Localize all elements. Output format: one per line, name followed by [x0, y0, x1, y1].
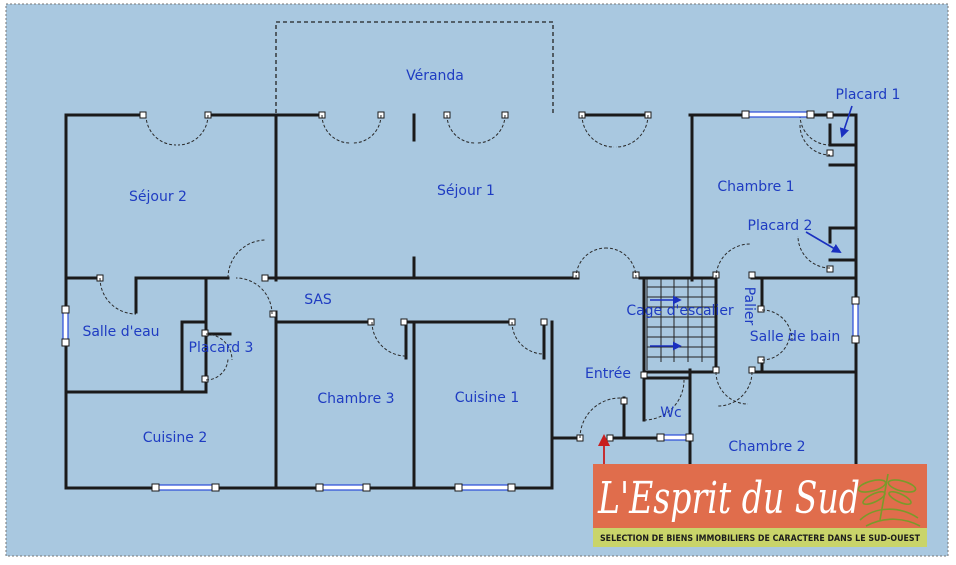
label-sejour1: Séjour 1: [437, 183, 495, 199]
label-chambre3: Chambre 3: [317, 391, 394, 407]
pointer-arrows: [805, 105, 853, 253]
label-chambre2: Chambre 2: [728, 439, 805, 455]
label-wc: Wc: [660, 405, 682, 421]
door-jambs: [96, 111, 834, 442]
label-sas: SAS: [304, 292, 332, 308]
label-cuisine2: Cuisine 2: [143, 430, 208, 446]
door-swings: [99, 114, 831, 439]
label-cuisine1: Cuisine 1: [455, 390, 520, 406]
label-chambre1: Chambre 1: [717, 179, 794, 195]
logo-banner: [593, 464, 927, 528]
logo-title: L'Esprit du Sud: [597, 473, 860, 524]
label-palier: Palier: [741, 287, 757, 326]
label-sejour2: Séjour 2: [129, 189, 187, 205]
logo-subtitle-band: [593, 528, 927, 547]
room-labels: Véranda Placard 1 Séjour 2 Séjour 1 Cham…: [82, 68, 900, 455]
label-veranda: Véranda: [406, 68, 464, 84]
window-frames: [61, 110, 860, 492]
placard2-arrow: [805, 231, 842, 253]
entrance-arrow: [598, 434, 610, 466]
label-placard2: Placard 2: [748, 218, 813, 234]
placard1-arrow: [839, 105, 853, 138]
stair-direction-arrows: [650, 295, 682, 351]
agency-logo: L'Esprit du Sud SELECTION DE BIENS IMMOB…: [593, 464, 927, 547]
logo-subtitle: SELECTION DE BIENS IMMOBILIERS DE CARACT…: [600, 534, 920, 544]
label-salle-bain: Salle de bain: [750, 329, 841, 345]
label-entree: Entrée: [585, 366, 631, 382]
label-placard3: Placard 3: [189, 340, 254, 356]
label-placard1: Placard 1: [836, 87, 901, 103]
label-salle-eau: Salle d'eau: [82, 324, 159, 340]
windows: [62, 111, 859, 491]
dragonfly-icon: [857, 473, 921, 527]
label-cage-escalier: Cage d'escalier: [626, 303, 734, 319]
veranda-outline: [275, 21, 554, 113]
